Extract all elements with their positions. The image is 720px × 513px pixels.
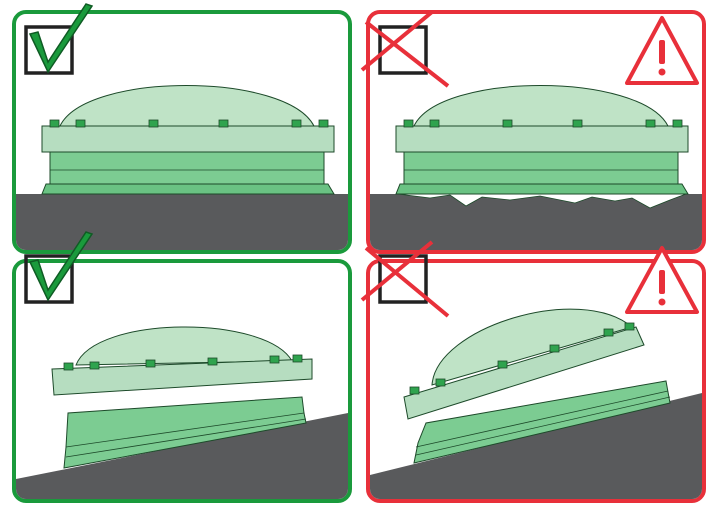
flange <box>395 125 689 153</box>
panel-flat-uneven-incorrect <box>366 10 706 254</box>
ground <box>16 194 348 250</box>
bolts <box>409 322 635 395</box>
dome <box>431 308 634 386</box>
skylight <box>41 85 335 195</box>
bolts <box>403 119 683 128</box>
ground <box>16 413 348 499</box>
base-body <box>49 151 325 185</box>
ground <box>370 194 702 250</box>
flange <box>51 358 313 396</box>
skylight-slope-correct-illustration <box>16 326 348 499</box>
dome <box>75 326 293 366</box>
flange <box>41 125 335 153</box>
bolts <box>63 354 303 371</box>
skylight-slope-incorrect-illustration <box>370 308 702 499</box>
panel-slope-correct <box>12 259 352 503</box>
uneven-gap <box>397 193 687 209</box>
skylight <box>51 326 313 469</box>
ground <box>370 393 702 499</box>
panel-flat-correct <box>12 10 352 254</box>
skylight <box>403 308 671 464</box>
dome <box>413 85 669 127</box>
skylight-uneven-incorrect-illustration <box>370 85 702 250</box>
dome <box>59 85 315 127</box>
base-body <box>403 151 679 185</box>
bolts <box>49 119 329 128</box>
base-skirt <box>41 183 335 195</box>
panel-slope-incorrect <box>366 259 706 503</box>
base-skirt <box>395 183 689 195</box>
skylight-flat-correct-illustration <box>16 85 348 250</box>
skylight <box>395 85 689 195</box>
